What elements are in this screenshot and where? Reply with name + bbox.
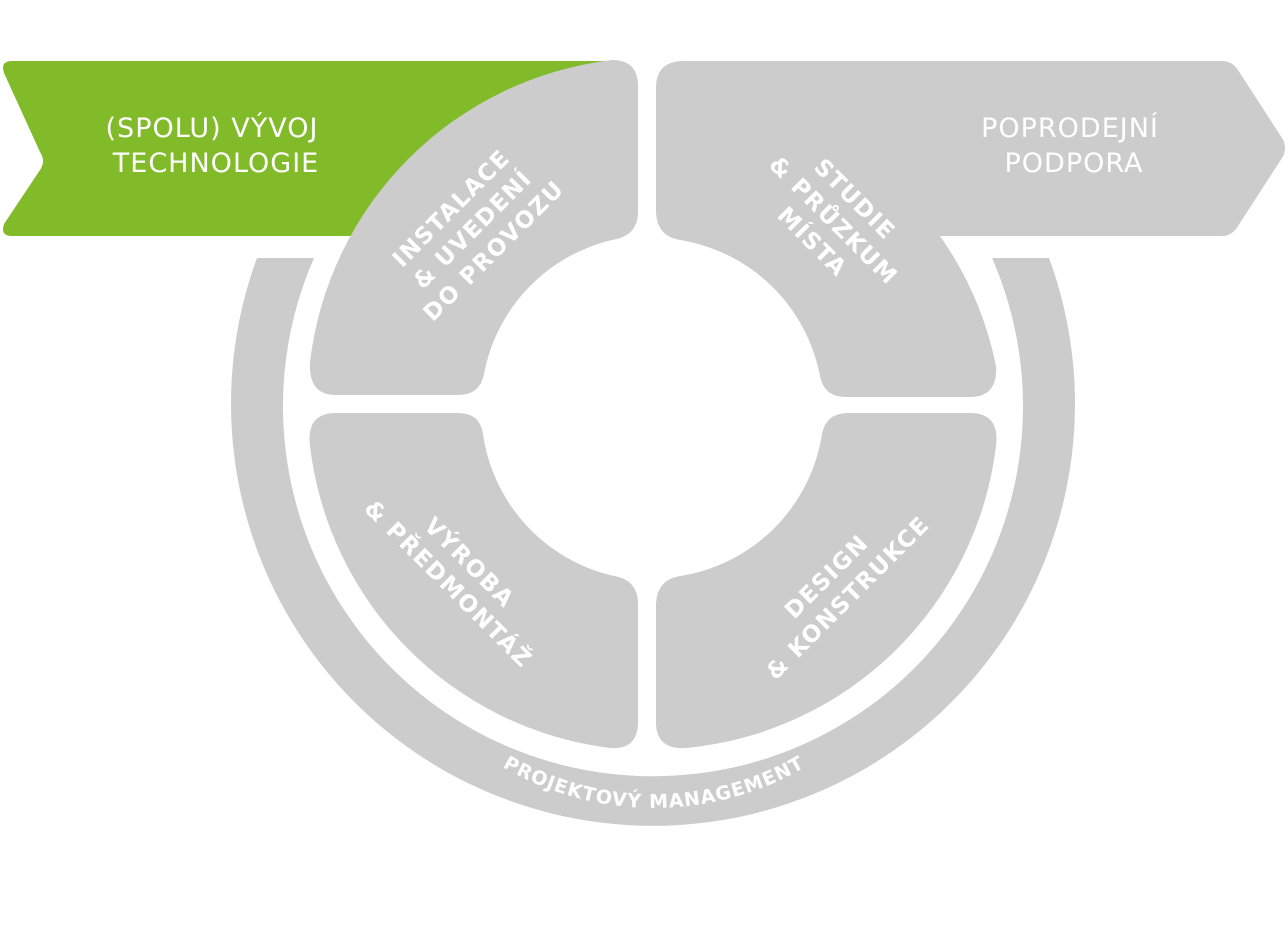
- segment-production: [309, 413, 638, 749]
- segment-study: [656, 61, 997, 397]
- right-arrow-label-line1: POPRODEJNÍ: [981, 112, 1159, 144]
- left-arrow-label-line1: (SPOLU) VÝVOJ: [106, 112, 319, 144]
- left-arrow-label-line2: TECHNOLOGIE: [112, 148, 319, 179]
- right-arrow-label-line2: PODPORA: [1005, 148, 1144, 179]
- segment-installation: [309, 60, 638, 395]
- segment-design: [656, 413, 997, 749]
